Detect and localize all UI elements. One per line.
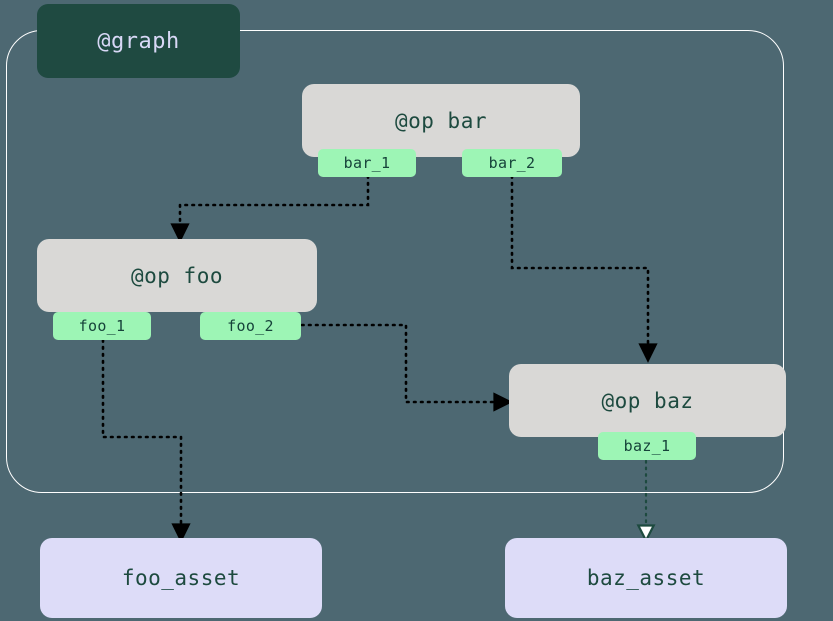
op-node-bar[interactable]: @op bar [302,84,580,157]
port-foo-2[interactable]: foo_2 [200,312,301,340]
port-bar-2-label: bar_2 [488,154,536,172]
asset-node-foo-asset-label: foo_asset [121,566,241,590]
op-node-bar-title: @op bar [394,108,487,133]
port-baz-1[interactable]: baz_1 [598,432,696,460]
op-node-baz-title: @op baz [601,388,694,413]
port-foo-2-label: foo_2 [227,317,274,335]
op-node-baz[interactable]: @op baz [509,364,786,437]
port-foo-1-label: foo_1 [78,317,126,335]
graph-cluster-border [6,30,784,493]
asset-node-baz-asset-label: baz_asset [586,566,706,590]
graph-cluster-label: @graph [37,4,240,78]
port-bar-1[interactable]: bar_1 [318,149,416,177]
op-node-foo[interactable]: @op foo [37,239,317,312]
op-node-foo-title: @op foo [130,263,223,288]
port-bar-1-label: bar_1 [343,154,391,172]
port-foo-1[interactable]: foo_1 [53,312,151,340]
graph-cluster-label-text: @graph [97,28,180,54]
asset-node-foo-asset[interactable]: foo_asset [40,538,322,618]
port-baz-1-label: baz_1 [623,437,671,455]
port-bar-2[interactable]: bar_2 [462,149,562,177]
asset-node-baz-asset[interactable]: baz_asset [505,538,787,618]
